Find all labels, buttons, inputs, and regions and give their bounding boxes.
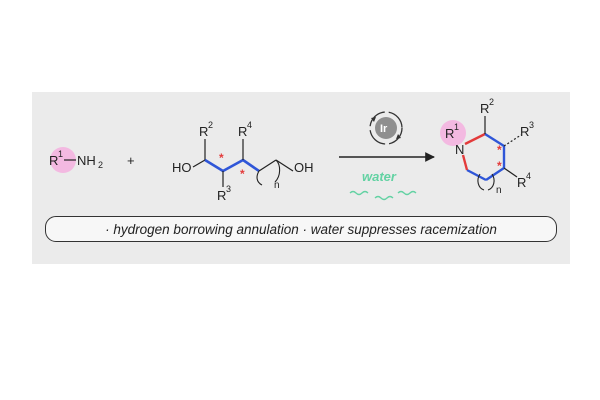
diol-bond-ho-c1 [192,159,206,168]
diol-reactant: HO R 2 R 3 R 4 * * n OH [172,120,314,203]
product-n-subscript: n [496,185,502,196]
product-r1-highlight [440,120,466,146]
plus-sign: + [127,153,135,168]
reaction-conditions: Ir water [339,111,435,201]
product-heterocycle: R 1 N R 2 R 3 R 4 * * n [440,97,534,196]
diol-bond-ch2-oh [275,159,294,172]
diol-oh-label: OH [294,160,314,175]
product-bond-c4-r4 [503,167,518,178]
water-wave-3 [397,190,417,196]
ring-bond-c5-c6 [466,168,487,182]
diol-r3-label: R [217,188,226,203]
summary-banner: · hydrogen borrowing annulation · water … [45,216,557,242]
product-r1-label: R [445,126,454,141]
catalyst-cycle-arrow-bottom [396,134,401,139]
product-r1-superscript: 1 [454,122,459,132]
product-bond-c3-r3 [503,134,522,147]
ring-bond-n-c2 [464,132,486,146]
diol-r4-superscript: 4 [247,120,252,130]
product-stereocenter-star-2: * [497,159,502,173]
water-wave-2 [374,195,394,201]
product-r4-label: R [517,175,526,190]
diol-r2-superscript: 2 [208,120,213,130]
product-r3-superscript: 3 [529,120,534,130]
catalyst-cycle-ring [369,111,403,145]
ring-bond-c2-c3 [484,132,505,148]
diol-blue-backbone [204,158,260,173]
ring-bond-c6-n [461,154,469,171]
amine-reactant: R 1 NH 2 [49,147,103,173]
diol-r4-label: R [238,124,247,139]
ring-bond-c4-c5 [485,167,505,181]
summary-banner-text: · hydrogen borrowing annulation · water … [105,221,497,237]
product-repeat-bracket [477,173,495,191]
iridium-label: Ir [380,123,388,135]
product-r4-superscript: 4 [526,171,531,181]
diol-ho-label: HO [172,160,192,175]
diol-r3-superscript: 3 [226,184,231,194]
diol-repeat-bracket [256,159,281,186]
water-wave-1 [349,190,369,196]
amine-nh-subscript: 2 [98,160,103,170]
diol-r2-label: R [199,124,208,139]
amine-r1-highlight [50,147,76,173]
product-stereocenter-star-1: * [497,143,502,157]
amine-r-label: R [49,153,58,168]
catalyst-cycle-arrow-top [371,117,376,122]
product-r2-superscript: 2 [489,97,494,107]
diol-n-subscript: n [274,180,280,191]
product-n-atom: N [455,142,464,157]
amine-nh-label: NH [77,153,96,168]
product-r3-label: R [520,124,529,139]
diol-stereocenter-star-1: * [219,151,224,165]
diol-bond-repeat [258,159,277,172]
solvent-water-label: water [362,169,397,184]
diol-stereocenter-star-2: * [240,167,245,181]
iridium-catalyst-badge [375,117,397,139]
product-r2-label: R [480,101,489,116]
amine-r-superscript: 1 [58,149,63,159]
